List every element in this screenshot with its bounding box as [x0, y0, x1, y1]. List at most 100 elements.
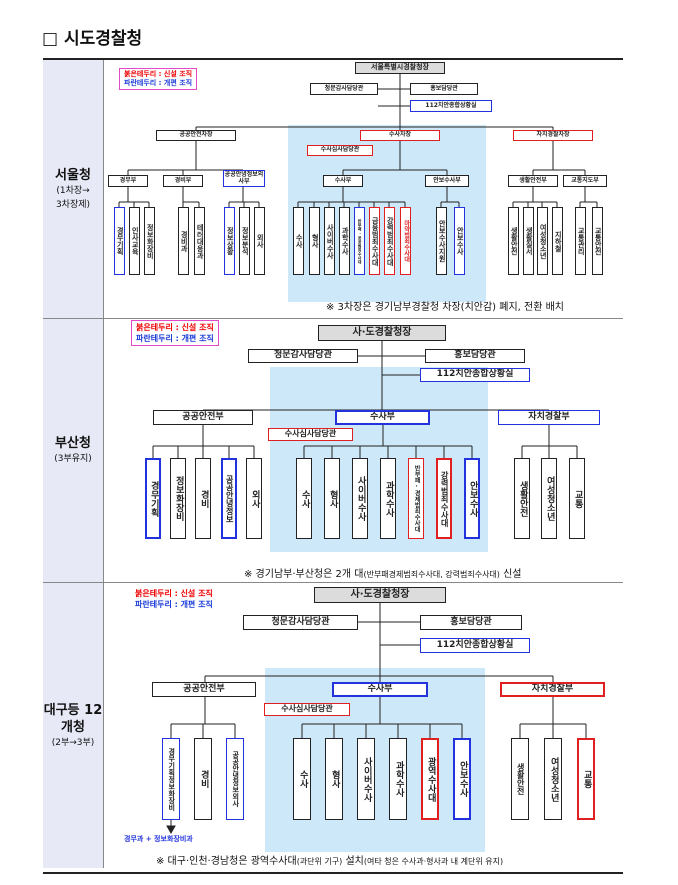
org-unit: 과학수사	[339, 207, 350, 275]
org-unit: 과학수사	[389, 738, 407, 820]
org-unit: 경무기획	[114, 207, 125, 275]
legend-new: 붉은테두리 : 신설 조직	[135, 589, 213, 598]
org-side: 112치안종합상황실	[410, 100, 492, 112]
org-unit: 교통관리	[575, 207, 586, 275]
legend-new: 붉은테두리 : 신설 조직	[136, 323, 214, 332]
legend: 붉은테두리 : 신설 조직 파란테두리 : 개편 조직	[131, 587, 217, 611]
org-mid: 자치경찰차장	[513, 130, 593, 141]
org-bureau: 공공안녕정보외사부	[223, 170, 265, 187]
org-unit: 안보수사지원	[436, 207, 447, 275]
org-mid: 공공안전차장	[156, 130, 236, 141]
org-unit: 강력범죄수사대	[384, 207, 395, 275]
org-unit: 교통안전	[592, 207, 603, 275]
org-side: 청문감사담당관	[248, 349, 358, 363]
org-unit: 수사	[293, 738, 311, 820]
legend-new: 붉은테두리 : 신설 조직	[124, 70, 193, 78]
footnote-text: ※ 대구·인천·경남청은 광역수사대	[156, 856, 297, 867]
org-unit: 외사	[246, 458, 262, 539]
row-sub: (3부유지)	[54, 454, 92, 464]
org-unit: 형사	[324, 458, 340, 539]
row-name: 서울청	[55, 167, 91, 183]
org-unit: 마약범죄수사대	[400, 207, 411, 275]
org-head: 사·도경찰청장	[314, 587, 446, 603]
row-sub: 3차장제)	[55, 199, 91, 210]
legend-reorg: 파란테두리 : 개편 조직	[135, 600, 213, 609]
org-unit: 여성청소년	[541, 458, 557, 539]
org-unit: 지하철	[552, 207, 563, 275]
org-bureau: 경비부	[163, 175, 203, 187]
footnote-detail: (과단위 기구)	[296, 857, 343, 866]
org-bureau: 교통지도부	[563, 175, 607, 187]
org-side: 112치안종합상황실	[420, 368, 530, 382]
row-sub: (2부→3부)	[51, 737, 95, 748]
org-unit: 사이버수사	[357, 738, 375, 820]
org-head: 서울특별시경찰청장	[355, 62, 445, 74]
org-unit: 생활안전	[508, 207, 519, 275]
org-mid: 자치경찰부	[500, 682, 605, 697]
org-unit: 경무기획정보화장비	[162, 738, 180, 820]
row-label-daegu: 대구등 12 개청 (2부→3부)	[43, 583, 104, 868]
org-mid: 수사부	[332, 682, 428, 697]
footnote: ※ 대구·인천·경남청은 광역수사대(과단위 기구) 설치(여타 청은 수사과·…	[156, 852, 503, 867]
org-coord: 수사심사담당관	[307, 145, 373, 156]
org-coord: 수사심사담당관	[268, 428, 353, 441]
row-name: 대구등 12	[43, 702, 103, 718]
org-unit: 테러대응과	[194, 207, 205, 275]
legend-reorg: 파란테두리 : 개편 조직	[124, 79, 193, 87]
org-unit: 여성청소년	[537, 207, 548, 275]
page-title: □ 시도경찰청	[42, 29, 143, 49]
row-divider	[43, 582, 623, 583]
org-bureau: 수사부	[323, 175, 363, 187]
org-unit: 반부패·경제범죄수사대	[408, 458, 424, 539]
footnote-end: 설치	[342, 856, 364, 867]
org-unit: 경비과	[178, 207, 189, 275]
org-unit: 안보수사	[464, 458, 480, 539]
org-unit: 경비	[194, 738, 212, 820]
org-unit: 과학수사	[380, 458, 396, 539]
org-unit: 교통	[569, 458, 585, 539]
merge-annotation: 경무과 + 정보화장비과	[124, 835, 193, 843]
org-mid: 자치경찰부	[498, 410, 600, 425]
org-unit: 생활질서	[523, 207, 534, 275]
org-unit: 금융범죄수사대	[369, 207, 380, 275]
org-side: 청문감사담당관	[310, 83, 378, 95]
org-unit: 안보수사	[454, 207, 465, 275]
org-mid: 수사부	[335, 410, 430, 425]
org-unit: 생활안전	[511, 738, 529, 820]
org-unit: 수사	[296, 458, 312, 539]
org-unit: 공공안녕정보외사	[226, 738, 244, 820]
org-unit: 사이버수사	[324, 207, 335, 275]
row-sub: (1차장→	[56, 185, 90, 196]
org-unit: 정보분석	[239, 207, 250, 275]
legend-reorg: 파란테두리 : 개편 조직	[136, 334, 214, 343]
org-coord: 수사심사담당관	[264, 703, 350, 716]
footnote-end: 신설	[499, 569, 522, 580]
org-unit: 생활안전	[514, 458, 530, 539]
org-side: 112치안종합상황실	[420, 638, 530, 653]
footnote: ※ 경기남부·부산청은 2개 대(반부패경제범죄수사대, 강력범죄수사대) 신설	[244, 565, 522, 580]
org-unit: 안보수사	[453, 738, 471, 820]
footnote-detail: (반부패경제범죄수사대, 강력범죄수사대)	[363, 570, 500, 579]
org-unit: 사이버수사	[352, 458, 368, 539]
org-unit: 형사	[325, 738, 343, 820]
org-unit: 여성청소년	[544, 738, 562, 820]
footnote-detail: (여타 청은 수사과·형사과 내 계단위 유지)	[363, 857, 504, 866]
org-head: 사·도경찰청장	[318, 325, 446, 341]
org-unit: 경무기획	[145, 458, 161, 539]
row-divider	[43, 318, 623, 319]
org-mid: 수사차장	[360, 130, 440, 141]
org-bureau: 안보수사부	[425, 175, 469, 187]
row-label-busan: 부산청 (3부유지)	[43, 319, 104, 582]
org-side: 청문감사담당관	[243, 615, 358, 630]
org-unit: 정보상황	[224, 207, 235, 275]
footnote-text: ※ 경기남부·부산청은 2개 대	[244, 569, 364, 580]
org-unit: 강력범죄수사대	[436, 458, 452, 539]
org-unit: 형사	[309, 207, 320, 275]
org-unit: 정보화장비	[144, 207, 155, 275]
org-unit: 광역수사대	[421, 738, 439, 820]
legend: 붉은테두리 : 신설 조직 파란테두리 : 개편 조직	[119, 68, 198, 90]
table-frame	[43, 58, 623, 874]
org-unit: 공공안녕정보	[221, 458, 237, 539]
org-unit: 경비	[195, 458, 211, 539]
org-unit: 외사	[254, 207, 265, 275]
